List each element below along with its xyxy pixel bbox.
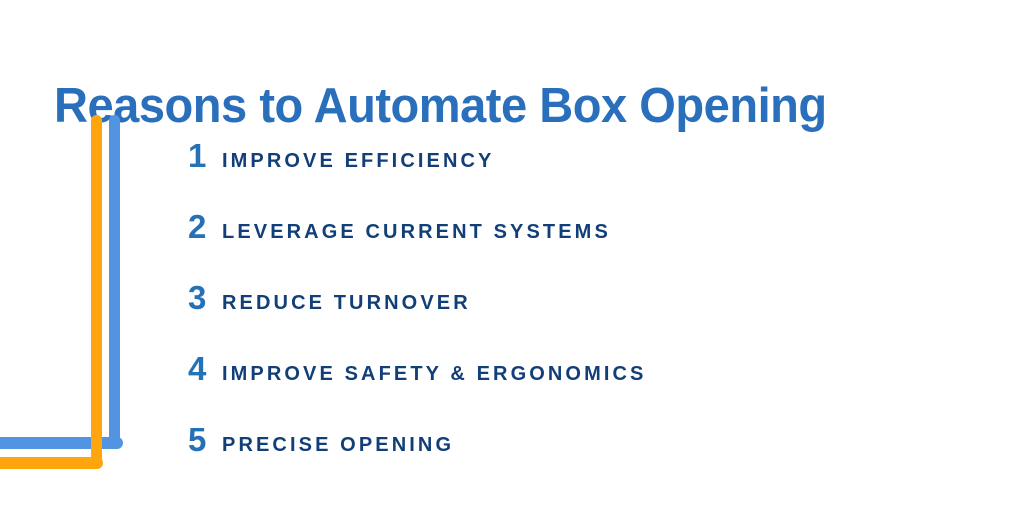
list-item-label: IMPROVE EFFICIENCY (222, 150, 495, 172)
orange-bracket-horizontal-bar (0, 457, 103, 469)
list-item: 2 LEVERAGE CURRENT SYSTEMS (188, 207, 1008, 278)
list-item-number: 1 (188, 137, 206, 174)
blue-bracket-horizontal-bar (0, 437, 123, 449)
list-item-number: 3 (188, 279, 206, 316)
reason-list: 1 IMPROVE EFFICIENCY 2 LEVERAGE CURRENT … (188, 136, 1008, 491)
page-title: Reasons to Automate Box Opening (54, 78, 827, 133)
list-item-number: 4 (188, 350, 206, 387)
blue-bracket-vertical-bar (109, 115, 120, 449)
list-item-label: LEVERAGE CURRENT SYSTEMS (222, 221, 611, 243)
list-item-number: 5 (188, 421, 206, 458)
list-item-number: 2 (188, 208, 206, 245)
list-item: 4 IMPROVE SAFETY & ERGONOMICS (188, 349, 1008, 420)
orange-bracket-vertical-bar (91, 115, 102, 469)
list-item-label: IMPROVE SAFETY & ERGONOMICS (222, 363, 647, 385)
list-item: 3 REDUCE TURNOVER (188, 278, 1008, 349)
list-item-label: PRECISE OPENING (222, 434, 455, 456)
list-item-label: REDUCE TURNOVER (222, 292, 471, 314)
list-item: 1 IMPROVE EFFICIENCY (188, 136, 1008, 207)
list-item: 5 PRECISE OPENING (188, 420, 1008, 491)
